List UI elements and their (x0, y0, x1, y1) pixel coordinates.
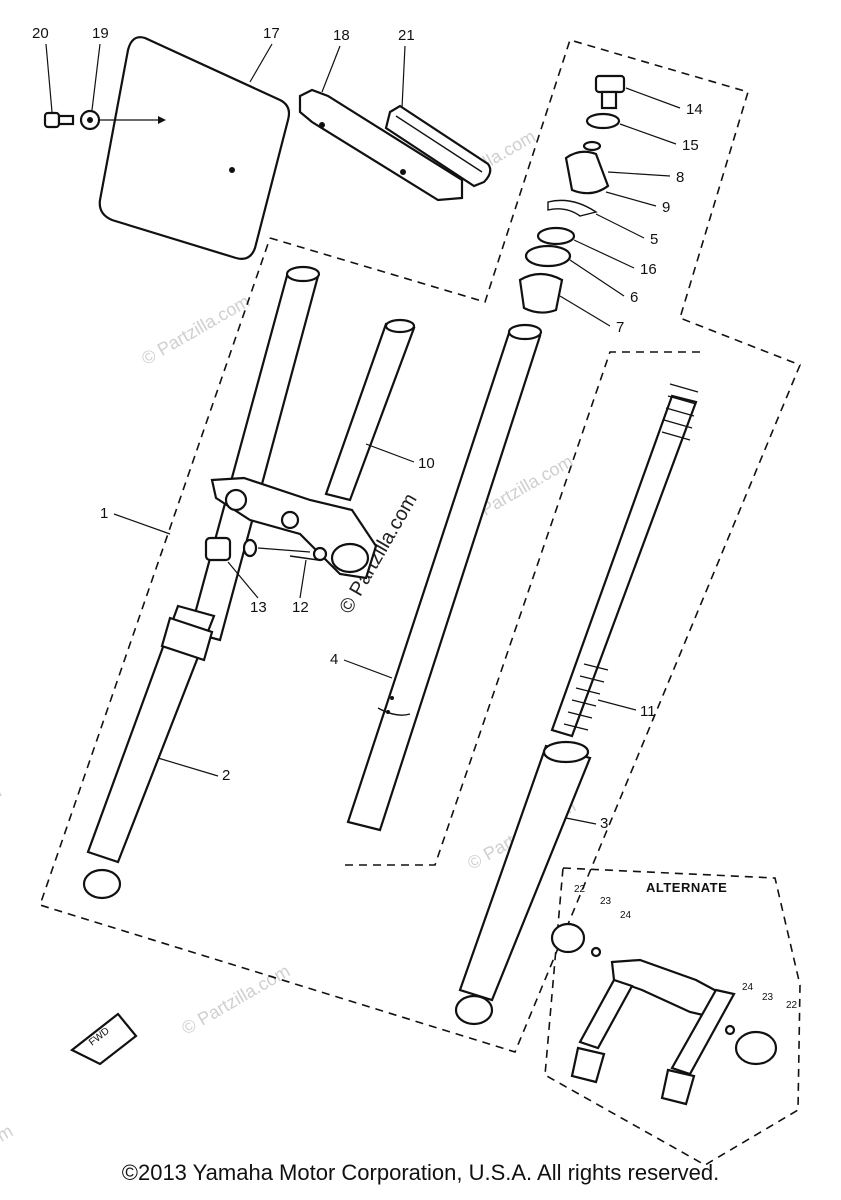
bolt-14 (594, 74, 626, 110)
callout-11: 11 (640, 703, 656, 720)
fwd-arrow-icon: FWD (69, 1012, 138, 1066)
number-plate (98, 36, 291, 260)
outer-leg-2 (82, 604, 216, 900)
callout-24-left: 24 (620, 910, 632, 921)
bearing-6 (524, 244, 572, 268)
callout-17: 17 (263, 25, 280, 42)
bolt-12 (242, 538, 319, 561)
steering-stem-10 (324, 318, 416, 502)
callout-5: 5 (650, 231, 658, 248)
callout-15: 15 (682, 137, 699, 154)
outer-leg-3 (454, 740, 592, 1026)
alternate-outline (544, 867, 801, 1166)
callout-23-right: 23 (762, 992, 774, 1003)
bolt-13 (204, 536, 232, 562)
callout-4: 4 (330, 651, 338, 668)
inner-tube-4 (346, 323, 543, 832)
callout-10: 10 (418, 455, 435, 472)
callout-22-right: 22 (786, 1000, 798, 1011)
race-7 (518, 272, 564, 314)
alternate-assembly (550, 922, 778, 1106)
watermark: © Partzilla.com (138, 291, 253, 369)
callout-13: 13 (250, 599, 267, 616)
washer-15 (585, 112, 621, 130)
callout-8: 8 (676, 169, 684, 186)
callout-18: 18 (333, 27, 350, 44)
callout-9: 9 (662, 199, 670, 216)
alternate-label: ALTERNATE (646, 880, 727, 895)
callout-16: 16 (640, 261, 657, 278)
callout-21: 21 (398, 27, 415, 44)
callout-20: 20 (32, 25, 49, 42)
bolt-20 (43, 111, 75, 129)
fork-group-outline (345, 351, 705, 866)
bracket-18 (298, 88, 464, 202)
callout-2: 2 (222, 767, 230, 784)
watermark: © Partzilla.com (0, 781, 5, 859)
callout-22-left: 22 (574, 884, 586, 895)
leader-lines (45, 43, 681, 825)
callout-14: 14 (686, 101, 703, 118)
bearing-16 (536, 226, 576, 246)
copyright-notice: ©2013 Yamaha Motor Corporation, U.S.A. A… (121, 1160, 720, 1185)
callout-7: 7 (616, 319, 624, 336)
under-bracket (210, 476, 378, 580)
callout-1: 1 (100, 505, 108, 522)
watermark: © Partzilla.com (178, 961, 293, 1039)
lock-washer-5 (547, 199, 598, 217)
spring-11 (550, 383, 699, 738)
washer-8 (582, 140, 602, 152)
callout-12: 12 (292, 599, 309, 616)
callout-3: 3 (600, 815, 608, 832)
callout-24-right: 24 (742, 982, 754, 993)
callout-19: 19 (92, 25, 109, 42)
callout-6: 6 (630, 289, 638, 306)
ring-nut-8 (564, 150, 610, 195)
callout-labels: 20 19 17 18 21 14 15 8 9 5 16 6 7 10 1 1… (32, 25, 798, 1011)
callout-23-left: 23 (600, 896, 612, 907)
